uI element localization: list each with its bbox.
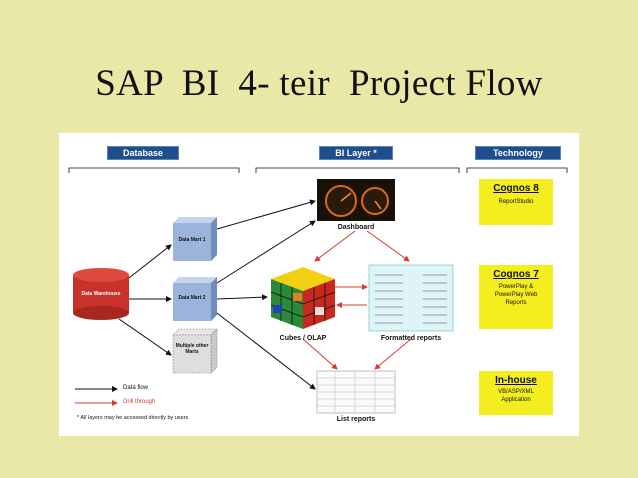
technology-header: Technology [475,146,561,160]
data-warehouse-cylinder [73,268,129,320]
data-warehouse-label: Data Warehouse [81,291,121,297]
data-mart-2-label: Data Mart 2 [178,295,206,301]
tech-cognos-7-name: Cognos 7 [493,269,539,280]
formatted-report-image [368,264,454,332]
tech-cognos-8: Cognos 8 ReportStudio [479,179,553,225]
list-reports-label: List reports [336,416,376,423]
other-marts-label: Multiple other Marts [175,343,209,355]
data-mart-2-cube [173,277,217,321]
cubes-olap-label: Cubes / OLAP [279,335,327,342]
dashboard-label: Dashboard [337,224,375,231]
legend-note: * All layers may be accessed directly by… [77,415,189,421]
tech-cognos-7: Cognos 7 PowerPlay & PowerPlay Web Repor… [479,265,553,329]
data-mart-1-cube [173,217,217,261]
other-marts-cube [172,328,218,374]
database-header: Database [107,146,179,160]
tech-cognos-8-name: Cognos 8 [493,183,539,194]
legend-data-flow: Data flow [123,385,149,391]
tech-in-house-name: In-house [495,375,537,386]
data-mart-1-label: Data Mart 1 [178,237,206,243]
list-report-image [316,370,396,414]
drill-through-arrows [302,230,412,370]
flow-diagram: Database BI Layer * Technology Data Ware… [59,133,579,436]
dashboard-image [317,179,395,221]
tech-cognos-8-desc: ReportStudio [498,199,534,205]
data-flow-arrows [118,199,316,390]
legend-drill-through: Drill through [123,399,156,405]
tech-cognos-7-desc: PowerPlay & PowerPlay Web Reports [494,284,538,306]
bi-layer-header: BI Layer * [319,146,393,160]
tech-in-house-desc: VB/ASP/XML Application [498,389,534,403]
header-brackets [68,167,568,173]
slide-title: SAP BI 4- teir Project Flow [95,63,543,104]
legend-lines [75,386,118,406]
diagram-canvas [68,167,568,414]
formatted-reports-label: Formatted reports [380,335,442,342]
tech-in-house: In-house VB/ASP/XML Application [479,371,553,415]
cubes-olap-image [270,267,336,329]
